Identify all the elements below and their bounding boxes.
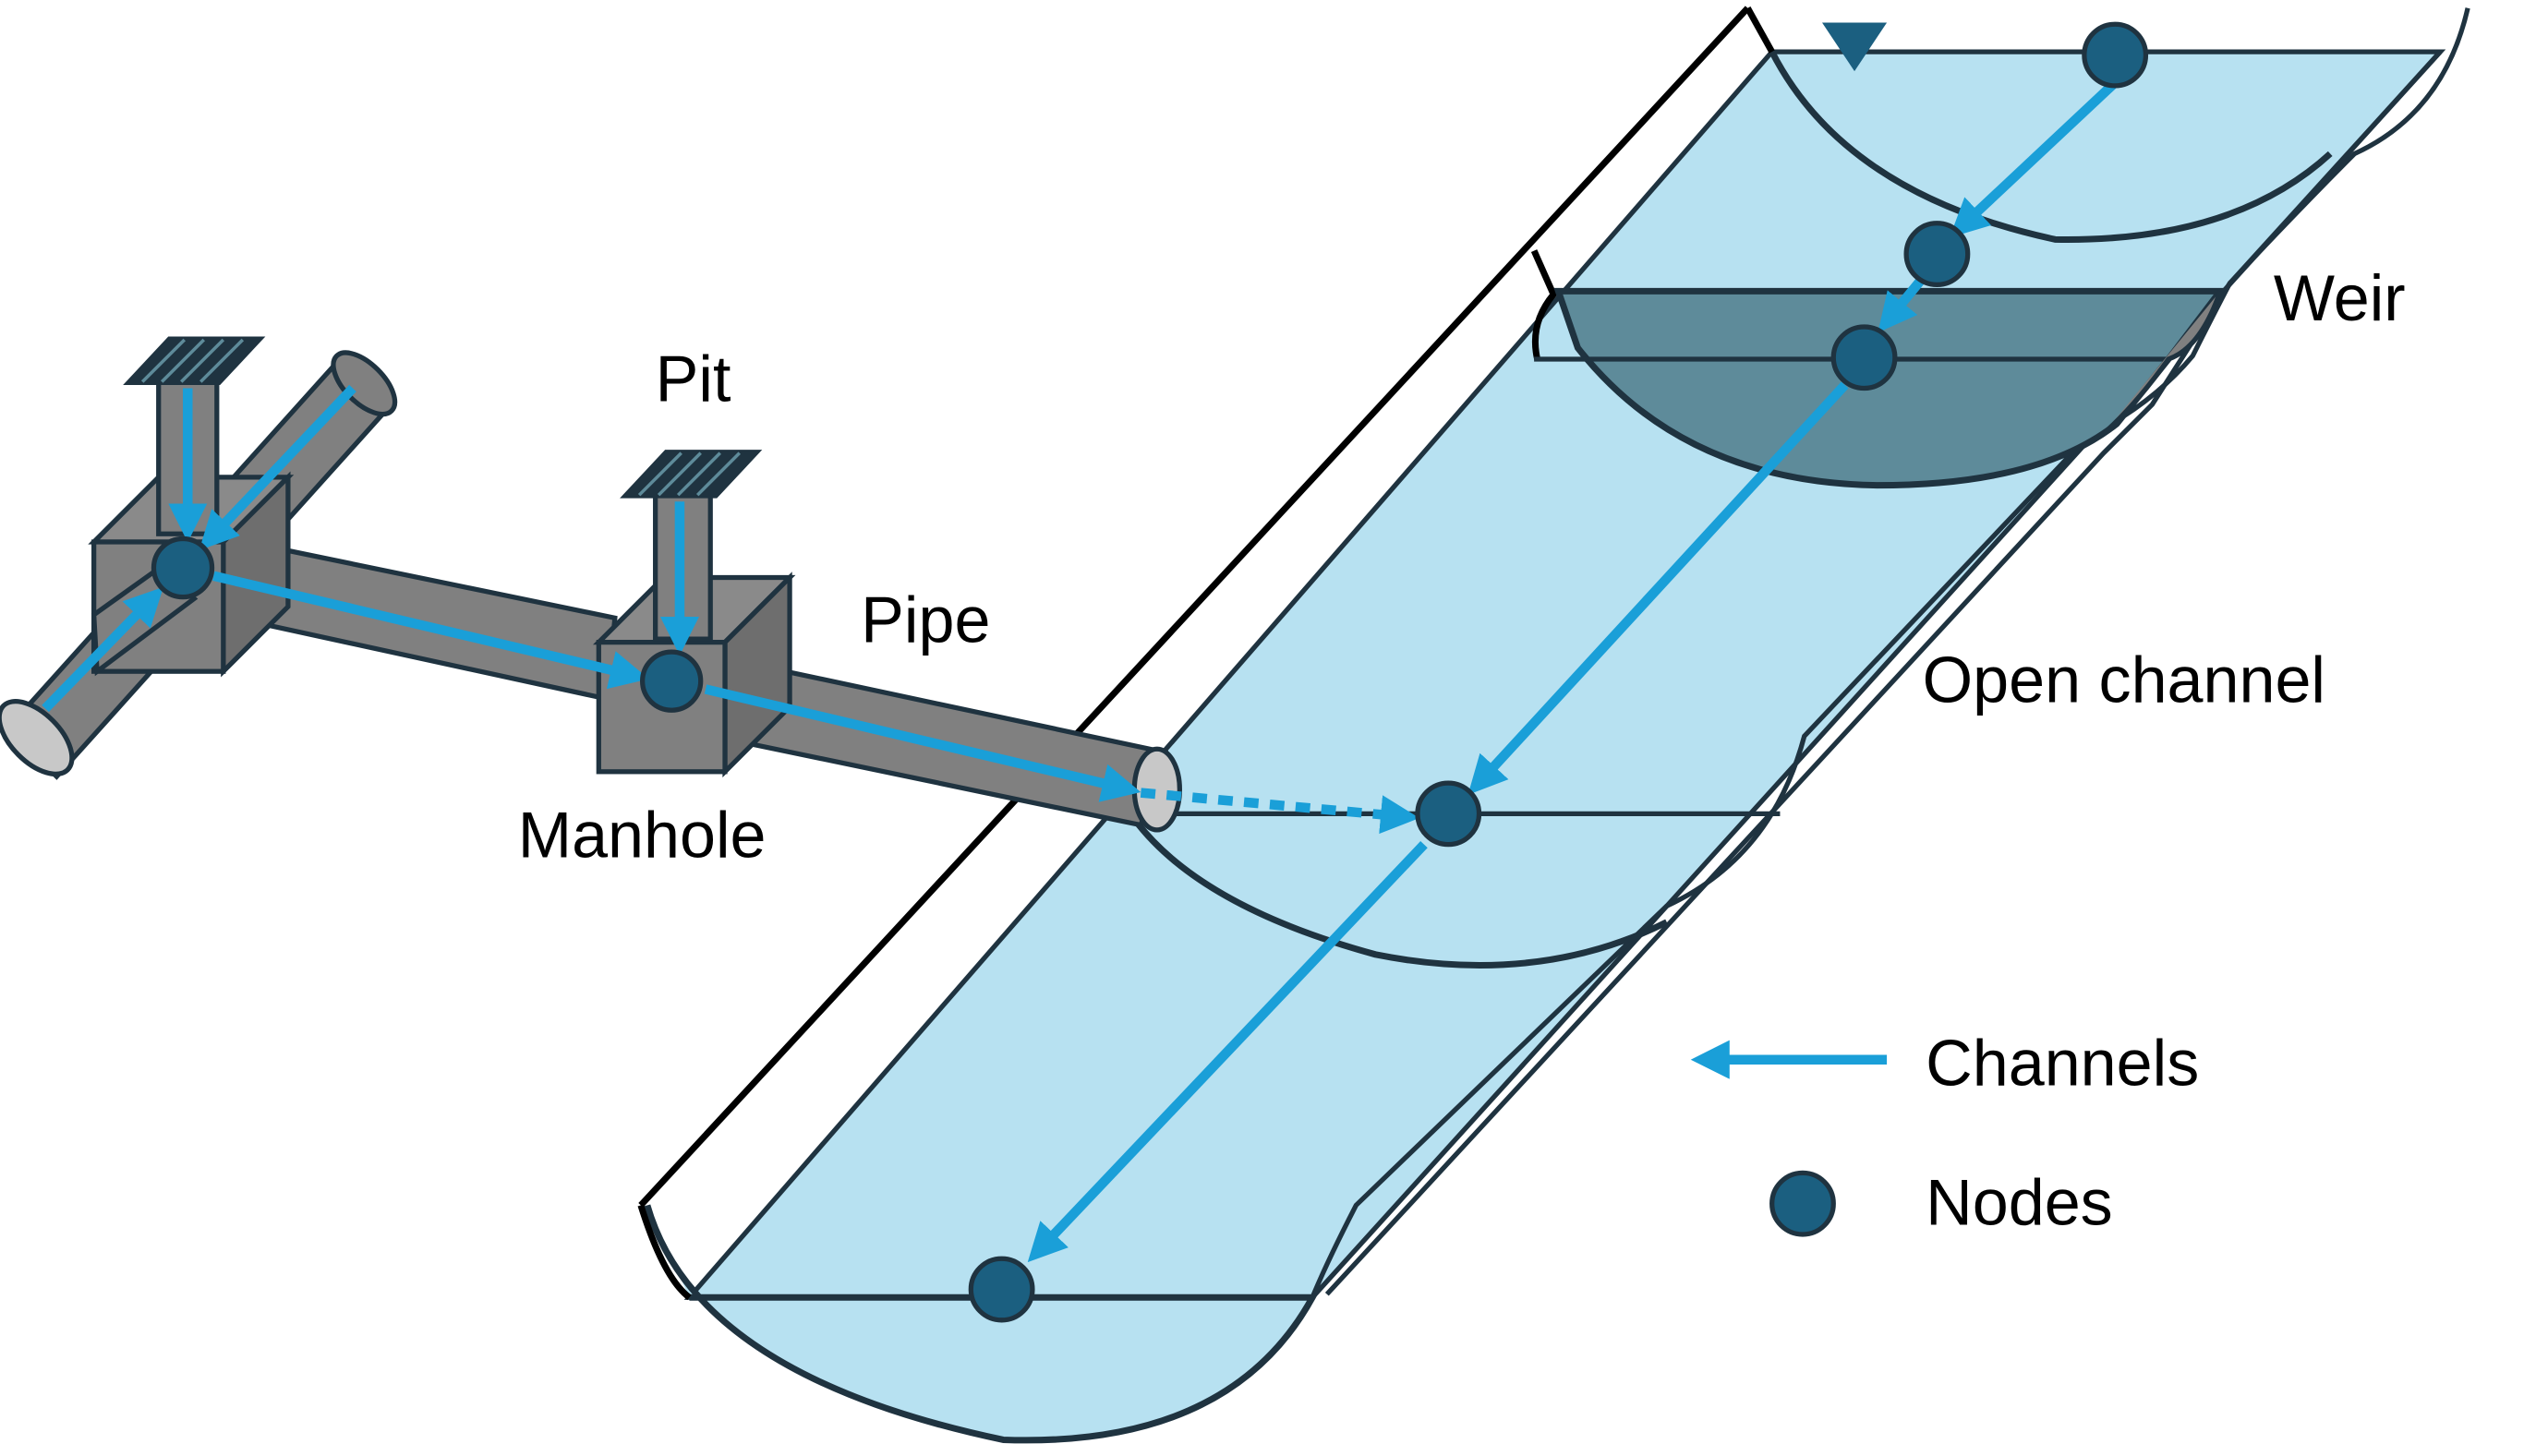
channel-bottom-section	[644, 1204, 1318, 1444]
label-pit: Pit	[656, 343, 731, 415]
water-surface-icon	[1822, 22, 1888, 72]
nodes	[151, 21, 2149, 1323]
channel-arrow-icon	[1878, 275, 1926, 333]
legend-nodes-label: Nodes	[1926, 1166, 2113, 1238]
channel-near-bank-low	[637, 1204, 692, 1301]
grate-icon	[620, 450, 763, 499]
weir-left-edge	[1530, 249, 1558, 360]
node-icon	[968, 1256, 1035, 1323]
channel-arrow-icon	[1467, 381, 1849, 795]
open-channel	[637, 6, 2470, 1444]
channel-arrow-icon	[42, 586, 164, 713]
label-weir: Weir	[2274, 262, 2406, 334]
channel-links	[42, 80, 2117, 1263]
legend-channels-label: Channels	[1926, 1028, 2199, 1100]
labels: Pit Pipe Manhole Weir Open channel	[518, 262, 2406, 872]
weir	[1530, 249, 2228, 489]
node-icon	[1769, 1170, 1836, 1237]
channel-right-bank-profile	[1310, 7, 2470, 1299]
channel-arrow-icon	[1140, 788, 1419, 835]
node-icon	[2082, 21, 2149, 89]
weir-body	[1553, 287, 2228, 489]
grate-icon	[123, 336, 266, 386]
channel-mid-section	[1129, 814, 1669, 969]
channel-near-bank	[638, 6, 1750, 1208]
legend: Channels Nodes	[1690, 1028, 2199, 1238]
channel-near-bank-inner	[1745, 6, 1775, 54]
channel-arrow-icon	[1949, 80, 2117, 238]
channel-arrow-icon	[199, 384, 356, 551]
channel-arrow-icon	[704, 684, 1141, 802]
label-open-channel: Open channel	[1923, 644, 2325, 716]
channel-arrow-icon	[212, 571, 649, 690]
label-pipe: Pipe	[861, 584, 990, 656]
node-icon	[1830, 324, 1898, 391]
weir-side	[2102, 290, 2223, 436]
node-icon	[1415, 780, 1482, 848]
channel-arrow-icon	[1027, 841, 1428, 1263]
label-manhole: Manhole	[518, 800, 767, 872]
node-icon	[640, 649, 704, 713]
node-icon	[1903, 221, 1971, 288]
channel-top-section	[1769, 50, 2333, 243]
node-icon	[151, 535, 215, 600]
